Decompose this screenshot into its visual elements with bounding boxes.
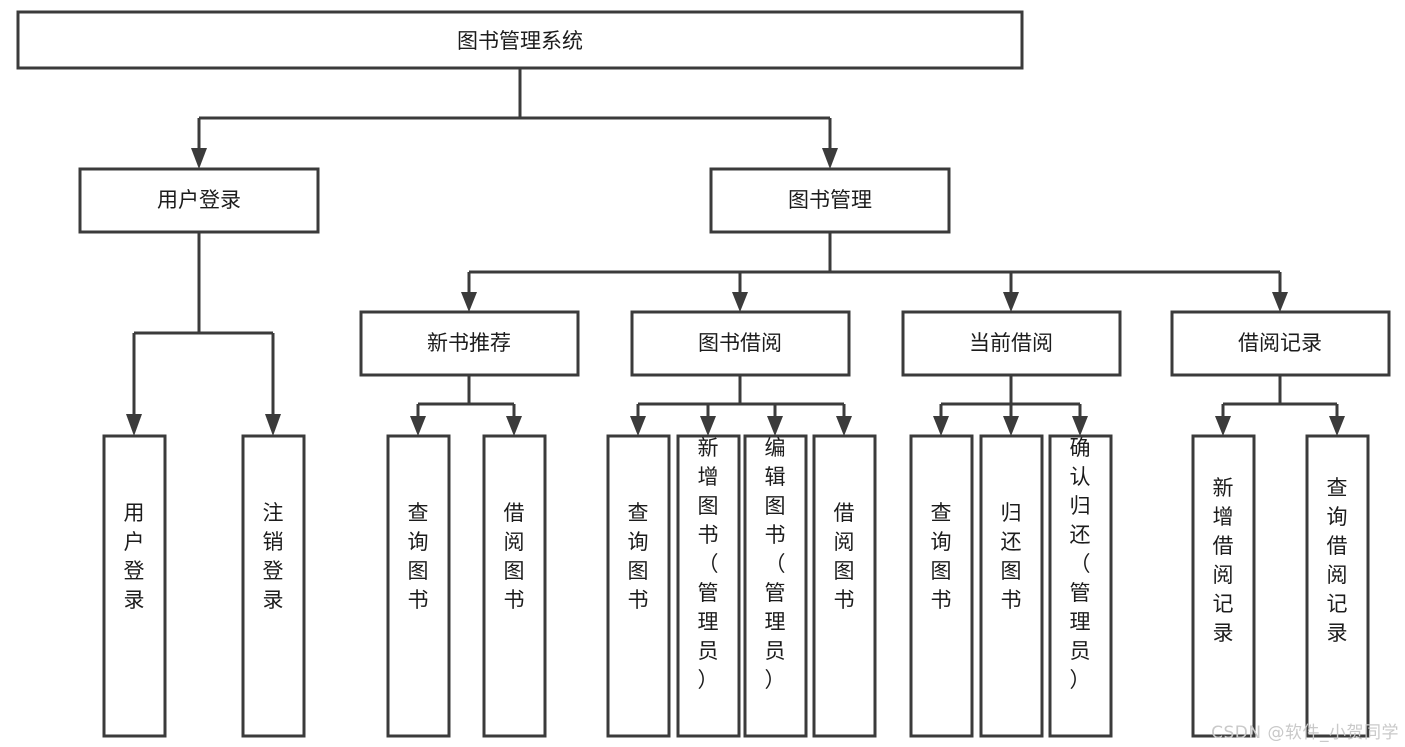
node-leaf-confirm-return[interactable]: 确认归还（管理员） bbox=[1048, 434, 1113, 738]
arrowhead-leaf-addbook bbox=[700, 416, 716, 436]
node-current-borrow-label: 当前借阅 bbox=[969, 331, 1053, 355]
node-leaf-add-book-box[interactable] bbox=[676, 434, 741, 738]
node-leaf-borrow-book-2[interactable]: 借阅图书 bbox=[812, 434, 877, 738]
node-leaf-query-record[interactable]: 查询借阅记录 bbox=[1305, 434, 1370, 738]
node-leaf-logout-label: 注销登录 bbox=[263, 501, 284, 612]
arrowhead-leaf-confirmreturn bbox=[1072, 416, 1088, 436]
node-leaf-add-book-label: 新增图书（管理员） bbox=[698, 436, 719, 692]
node-new-book-rec-box[interactable] bbox=[359, 310, 580, 377]
arrowhead-user-login bbox=[191, 148, 207, 169]
node-user-login-label: 用户登录 bbox=[157, 188, 241, 212]
node-leaf-query-book-3[interactable]: 查询图书 bbox=[909, 434, 974, 738]
node-leaf-edit-book-box[interactable] bbox=[743, 434, 808, 738]
arrowhead-leaf-borrowbook1 bbox=[506, 416, 522, 436]
arrowhead-leaf-returnbook bbox=[1003, 416, 1019, 436]
node-borrow-record-label: 借阅记录 bbox=[1238, 331, 1322, 355]
arrowhead-leaf-userlogin bbox=[126, 414, 142, 436]
node-leaf-add-record-box[interactable] bbox=[1191, 434, 1256, 738]
arrowhead-leaf-querybook1 bbox=[410, 416, 426, 436]
node-leaf-edit-book[interactable]: 编辑图书（管理员） bbox=[743, 434, 808, 738]
node-current-borrow[interactable]: 当前借阅 bbox=[901, 310, 1122, 377]
node-leaf-user-login-label: 用户登录 bbox=[124, 501, 145, 612]
node-leaf-logout[interactable]: 注销登录 bbox=[241, 434, 306, 738]
node-book-borrow-label: 图书借阅 bbox=[698, 331, 782, 355]
node-leaf-return-book[interactable]: 归还图书 bbox=[979, 434, 1044, 738]
node-leaf-query-book-2[interactable]: 查询图书 bbox=[606, 434, 671, 738]
arrowhead-newbook bbox=[461, 292, 477, 312]
node-leaf-return-book-box[interactable] bbox=[979, 434, 1044, 738]
node-leaf-add-book[interactable]: 新增图书（管理员） bbox=[676, 434, 741, 738]
node-new-book-rec[interactable]: 新书推荐 bbox=[359, 310, 580, 377]
connector-layer bbox=[126, 68, 1345, 436]
node-leaf-edit-book-label: 编辑图书（管理员） bbox=[765, 436, 786, 692]
node-root-label: 图书管理系统 bbox=[457, 29, 583, 53]
node-root-box[interactable] bbox=[16, 10, 1024, 70]
node-borrow-record[interactable]: 借阅记录 bbox=[1170, 310, 1391, 377]
node-leaf-user-login[interactable]: 用户登录 bbox=[102, 434, 167, 738]
node-book-borrow-box[interactable] bbox=[630, 310, 851, 377]
node-current-borrow-box[interactable] bbox=[901, 310, 1122, 377]
node-leaf-borrow-book-1[interactable]: 借阅图书 bbox=[482, 434, 547, 738]
arrowhead-book-manage bbox=[822, 148, 838, 169]
node-leaf-borrow-book-1-box[interactable] bbox=[482, 434, 547, 738]
node-leaf-query-book-3-label: 查询图书 bbox=[931, 501, 952, 612]
node-book-manage-label: 图书管理 bbox=[788, 188, 872, 212]
node-leaf-query-record-box[interactable] bbox=[1305, 434, 1370, 738]
node-leaf-query-book-1[interactable]: 查询图书 bbox=[386, 434, 451, 738]
node-leaf-return-book-label: 归还图书 bbox=[1001, 501, 1022, 612]
node-leaf-add-record[interactable]: 新增借阅记录 bbox=[1191, 434, 1256, 738]
node-leaf-query-book-3-box[interactable] bbox=[909, 434, 974, 738]
node-book-manage[interactable]: 图书管理 bbox=[709, 167, 951, 234]
node-leaf-logout-box[interactable] bbox=[241, 434, 306, 738]
node-leaf-borrow-book-2-label: 借阅图书 bbox=[834, 501, 855, 612]
node-leaf-add-record-label: 新增借阅记录 bbox=[1213, 476, 1234, 645]
arrowhead-bookborrow bbox=[732, 292, 748, 312]
node-user-login-box[interactable] bbox=[78, 167, 320, 234]
arrowhead-leaf-logout bbox=[265, 414, 281, 436]
node-leaf-confirm-return-label: 确认归还（管理员） bbox=[1070, 436, 1091, 692]
arrowhead-leaf-borrowbook2 bbox=[836, 416, 852, 436]
arrowhead-leaf-addrecord bbox=[1215, 416, 1231, 436]
arrowhead-leaf-queryrecord bbox=[1329, 416, 1345, 436]
node-leaf-query-book-1-label: 查询图书 bbox=[408, 501, 429, 612]
node-user-login[interactable]: 用户登录 bbox=[78, 167, 320, 234]
node-new-book-rec-label: 新书推荐 bbox=[427, 331, 511, 355]
arrowhead-leaf-querybook2 bbox=[630, 416, 646, 436]
arrowhead-currentborrow bbox=[1003, 292, 1019, 312]
arrowhead-leaf-querybook3 bbox=[933, 416, 949, 436]
node-book-borrow[interactable]: 图书借阅 bbox=[630, 310, 851, 377]
node-leaf-borrow-book-1-label: 借阅图书 bbox=[504, 501, 525, 612]
node-leaf-confirm-return-box[interactable] bbox=[1048, 434, 1113, 738]
node-leaf-query-book-2-label: 查询图书 bbox=[628, 501, 649, 612]
node-borrow-record-box[interactable] bbox=[1170, 310, 1391, 377]
node-book-manage-box[interactable] bbox=[709, 167, 951, 234]
node-leaf-user-login-box[interactable] bbox=[102, 434, 167, 738]
node-leaf-query-record-label: 查询借阅记录 bbox=[1327, 476, 1348, 645]
arrowhead-leaf-editbook bbox=[767, 416, 783, 436]
node-leaf-borrow-book-2-box[interactable] bbox=[812, 434, 877, 738]
arrowhead-borrowrecord bbox=[1272, 292, 1288, 312]
node-leaf-query-book-1-box[interactable] bbox=[386, 434, 451, 738]
node-leaf-query-book-2-box[interactable] bbox=[606, 434, 671, 738]
node-root[interactable]: 图书管理系统 bbox=[16, 10, 1024, 70]
